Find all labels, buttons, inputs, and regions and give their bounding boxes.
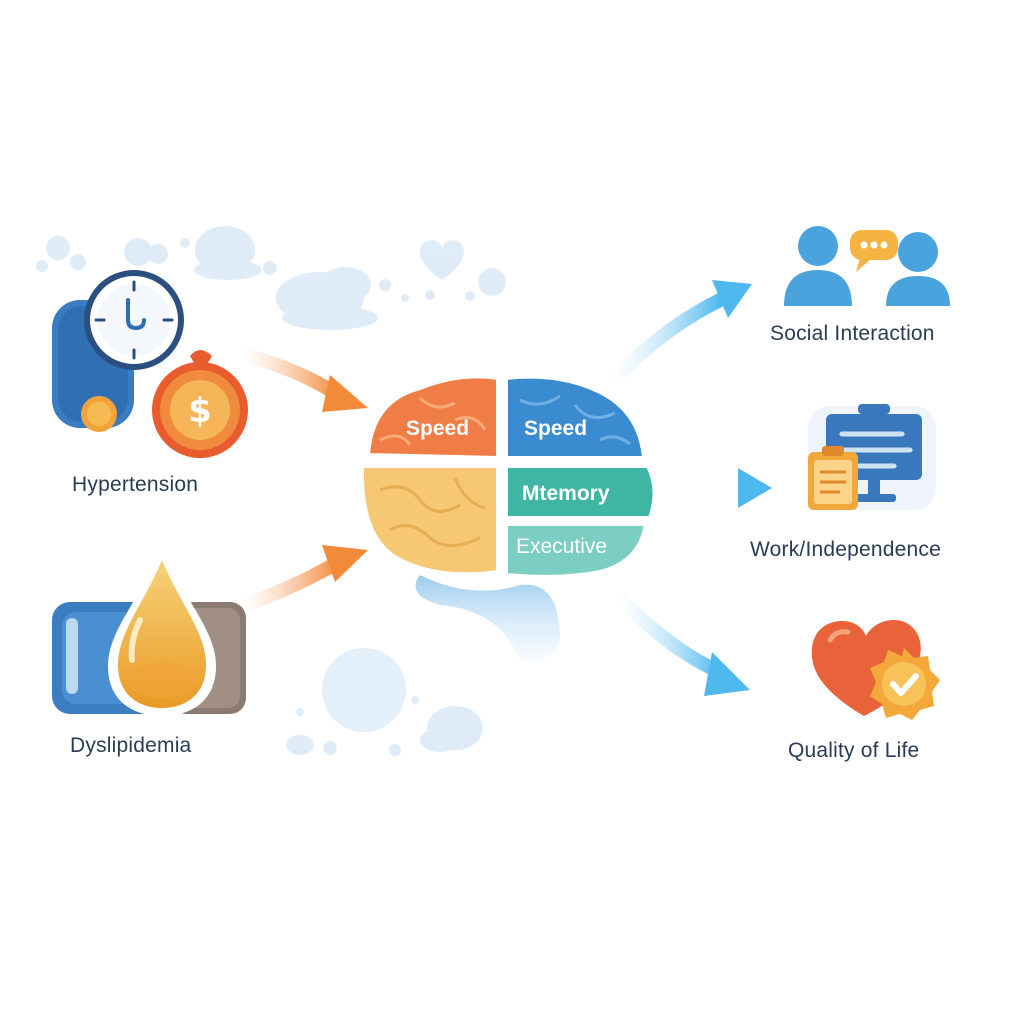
lobe-label-middle-right: Mtemory (522, 482, 610, 505)
output-arrows (605, 280, 772, 696)
brain (359, 374, 657, 579)
lobe-label-top-left: Speed (406, 417, 470, 440)
clipboard-monitor-icon (808, 404, 936, 510)
input-arrows (238, 348, 368, 612)
people-chat-icon (784, 226, 950, 306)
lobe-label-top-right: Speed (524, 417, 588, 440)
lobe-label-bottom-right: Executive (516, 535, 608, 558)
brain-stem (415, 575, 560, 663)
outcome-label-work-independence: Work/Independence (750, 538, 941, 561)
brain-lobe-middle-left (359, 464, 500, 577)
brain-lobe-middle-right (504, 464, 657, 520)
heart-check-icon (811, 620, 940, 720)
brain-lobe-bottom-right (504, 522, 649, 579)
blood-pressure-gauge-icon: $ (52, 270, 248, 458)
background-decoration (36, 226, 506, 756)
outcome-label-social-interaction: Social Interaction (770, 322, 935, 345)
outcome-label-quality-of-life: Quality of Life (788, 739, 920, 762)
svg-text:$: $ (188, 391, 212, 431)
input-label-dyslipidemia: Dyslipidemia (70, 734, 192, 757)
oil-drop-icon (52, 548, 246, 716)
input-label-hypertension: Hypertension (72, 473, 199, 496)
